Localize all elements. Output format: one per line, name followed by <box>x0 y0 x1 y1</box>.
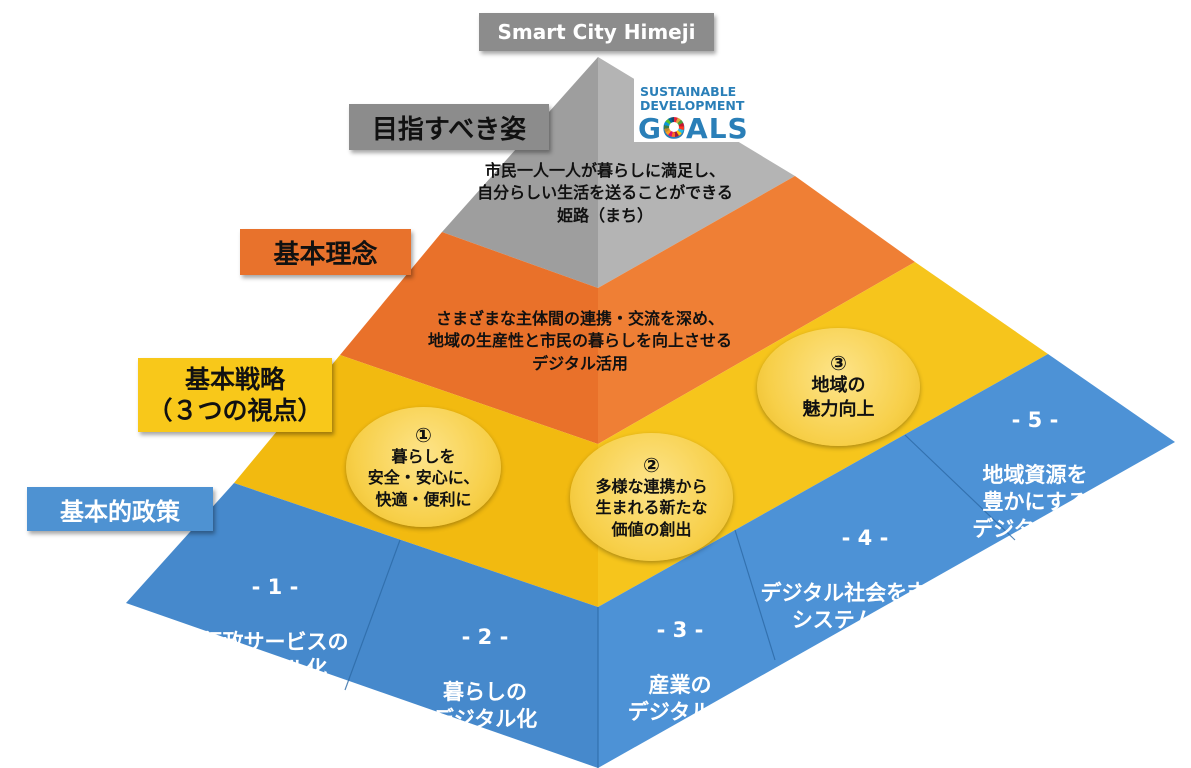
viewpoint-number: ③ <box>830 350 847 375</box>
sdg-logo-line3: GOALS <box>638 112 749 145</box>
policy-text: デジタル社会を支える システム・技術 <box>760 580 970 633</box>
policy-number: - 2 - <box>461 625 509 650</box>
viewpoint-circle-2: ② 多様な連携から 生まれる新たな 価値の創出 <box>570 433 733 561</box>
sdg-logo-line1: SUSTAINABLE <box>640 84 737 99</box>
sdg-wheel-icon <box>664 117 684 137</box>
policy-text: 産業の デジタル化 <box>627 672 733 725</box>
viewpoint-number: ① <box>415 422 432 447</box>
policy-divider-4 <box>904 434 1016 541</box>
philosophy-layer-right <box>598 176 915 444</box>
strategy-label: 基本戦略 （３つの視点） <box>138 358 332 432</box>
policy-text: 暮らしの デジタル化 <box>432 679 538 732</box>
philosophy-text: さまざまな主体間の連携・交流を深め、 地域の生産性と市民の暮らしを向上させる デ… <box>427 309 732 373</box>
policy-text: 地域資源を 豊かにする デジタル活用 <box>972 462 1098 542</box>
policy-number: - 1 - <box>251 575 299 600</box>
policy-label: 基本的政策 <box>27 487 213 531</box>
vision-text: 市民一人一人が暮らしに満足し、 自分らしい生活を送ることができる 姫路（まち） <box>477 161 733 225</box>
viewpoint-number: ② <box>643 452 660 477</box>
viewpoint-circle-1: ① 暮らしを 安全・安心に、 快適・便利に <box>346 407 501 527</box>
policy-item-1: - 1 - 行政サービスの デジタル化 <box>170 547 380 711</box>
policy-item-2: - 2 - 暮らしの デジタル化 <box>380 597 590 761</box>
philosophy-layer-left <box>340 232 598 444</box>
viewpoint-text: 暮らしを 安全・安心に、 快適・便利に <box>367 446 480 509</box>
policy-item-5: - 5 - 地域資源を 豊かにする デジタル活用 <box>920 380 1150 571</box>
policy-layer-left <box>126 483 598 768</box>
viewpoint-text: 多様な連携から 生まれる新たな 価値の創出 <box>595 476 708 539</box>
viewpoint-circle-3: ③ 地域の 魅力向上 <box>757 328 920 446</box>
policy-number: - 4 - <box>841 526 889 551</box>
policy-divider-3 <box>734 529 776 661</box>
viewpoint-text: 地域の 魅力向上 <box>802 374 875 420</box>
vision-layer-left <box>442 57 598 288</box>
policy-text: 行政サービスの デジタル化 <box>201 629 349 682</box>
philosophy-label: 基本理念 <box>240 229 411 275</box>
policy-item-3: - 3 - 産業の デジタル化 <box>580 590 780 754</box>
sdg-logo: SUSTAINABLE DEVELOPMENT GOALS <box>634 78 752 145</box>
policy-number: - 3 - <box>656 618 704 643</box>
policy-number: - 5 - <box>1011 408 1059 433</box>
policy-divider-1 <box>344 539 401 691</box>
policy-layer-right <box>598 354 1175 768</box>
vision-label: 目指すべき姿 <box>349 104 549 150</box>
title-badge: Smart City Himeji <box>479 13 714 51</box>
policy-item-4: - 4 - デジタル社会を支える システム・技術 <box>740 498 990 662</box>
sdg-logo-line2: DEVELOPMENT <box>640 98 745 113</box>
